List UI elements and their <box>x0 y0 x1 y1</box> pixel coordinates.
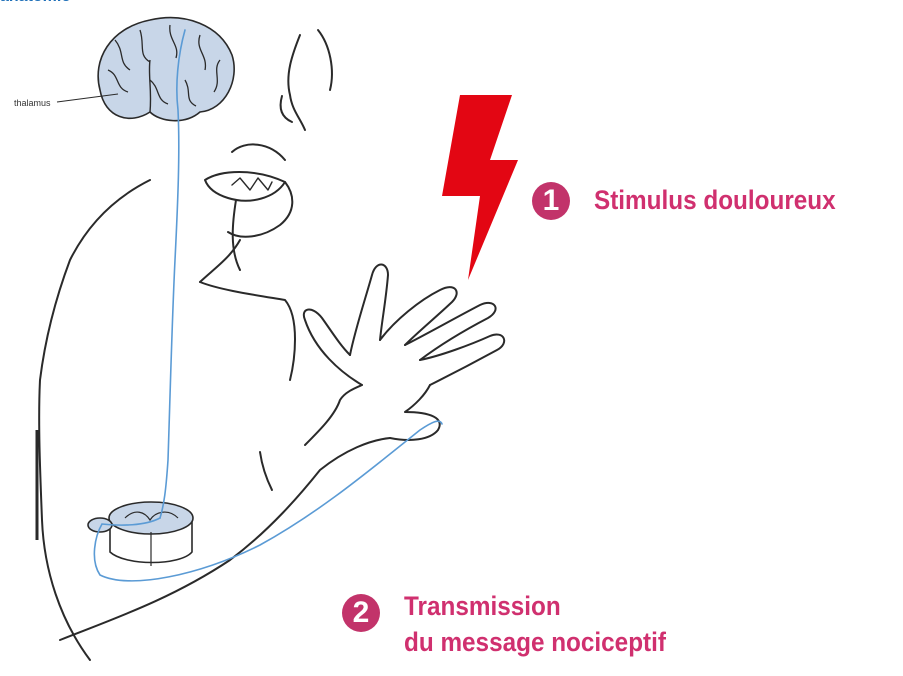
step-number-badge: 2 <box>342 594 380 632</box>
step-label-line: Stimulus douloureux <box>594 182 836 218</box>
brain-illustration <box>98 18 234 121</box>
arm-hand-outline <box>60 264 504 640</box>
step-label-line: du message nociceptif <box>404 624 666 660</box>
step-number-badge: 1 <box>532 182 570 220</box>
body-outline <box>39 180 295 660</box>
lightning-icon <box>442 95 518 280</box>
step-label: Transmission du message nociceptif <box>404 588 666 660</box>
step-1: 1 Stimulus douloureux <box>532 182 863 220</box>
step-label-line: Transmission <box>404 588 666 624</box>
step-label: Stimulus douloureux <box>594 182 836 218</box>
thalamus-label: thalamus <box>14 98 51 108</box>
spinal-cord-section <box>88 502 193 566</box>
step-2: 2 Transmission du message nociceptif <box>342 594 695 660</box>
